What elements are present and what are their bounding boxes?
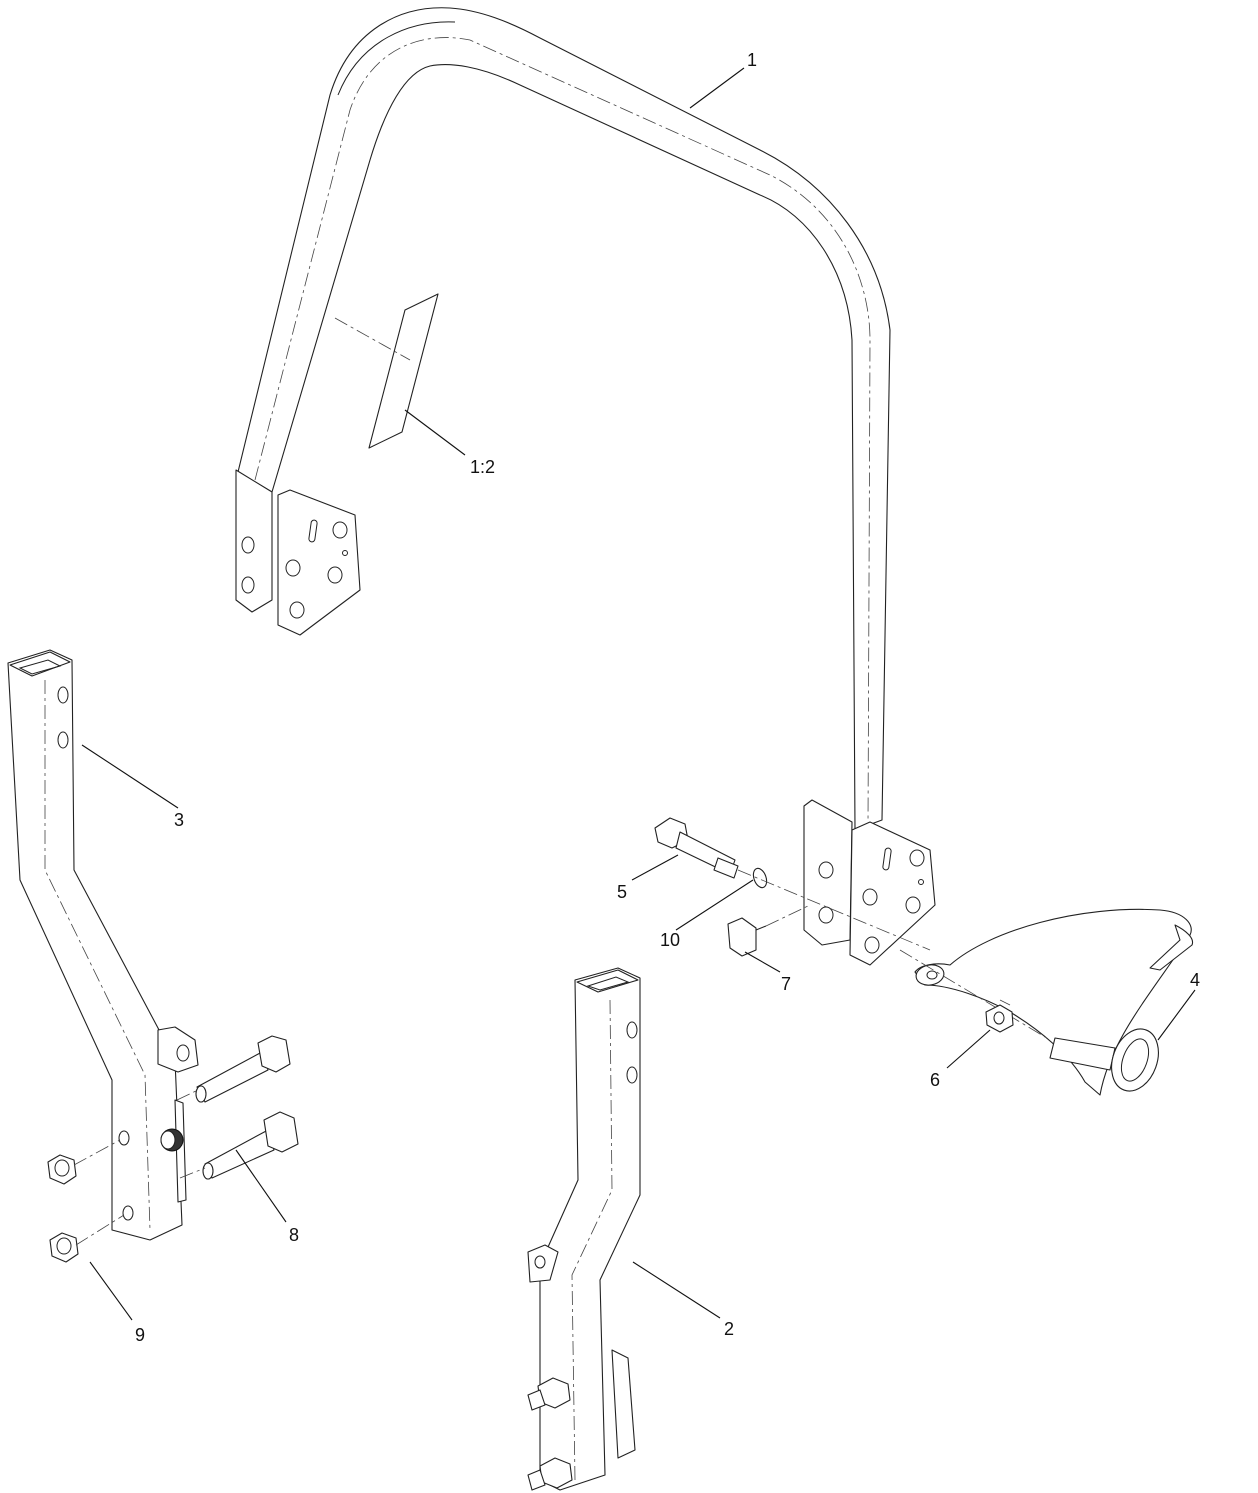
hitch-pin-assembly <box>899 908 1194 1096</box>
carriage-bolts <box>176 1035 299 1180</box>
pin-nut <box>985 1004 1014 1033</box>
warning-decal <box>334 293 439 449</box>
callout-10: 10 <box>660 930 680 950</box>
callout-1: 1 <box>747 50 757 70</box>
callout-9: 9 <box>135 1325 145 1345</box>
callout-4: 4 <box>1190 970 1200 990</box>
lock-knob <box>727 904 811 957</box>
callout-7: 7 <box>781 974 791 994</box>
callout-6: 6 <box>930 1070 940 1090</box>
right-lower-post <box>527 967 641 1491</box>
roll-bar-hoop <box>237 7 891 831</box>
callout-3: 3 <box>174 810 184 830</box>
roll-bar-right-bracket <box>803 799 936 966</box>
callout-8: 8 <box>289 1225 299 1245</box>
o-ring-washer <box>752 867 768 889</box>
pivot-bolt <box>654 817 739 879</box>
callout-2: 2 <box>724 1319 734 1339</box>
callout-1-2: 1:2 <box>470 457 495 477</box>
pin-axis-line <box>737 869 931 951</box>
flange-nuts <box>47 1139 125 1263</box>
roll-bar-left-bracket <box>235 469 361 636</box>
left-lower-post <box>7 649 199 1241</box>
callout-5: 5 <box>617 882 627 902</box>
leader-lines <box>81 67 1196 1321</box>
